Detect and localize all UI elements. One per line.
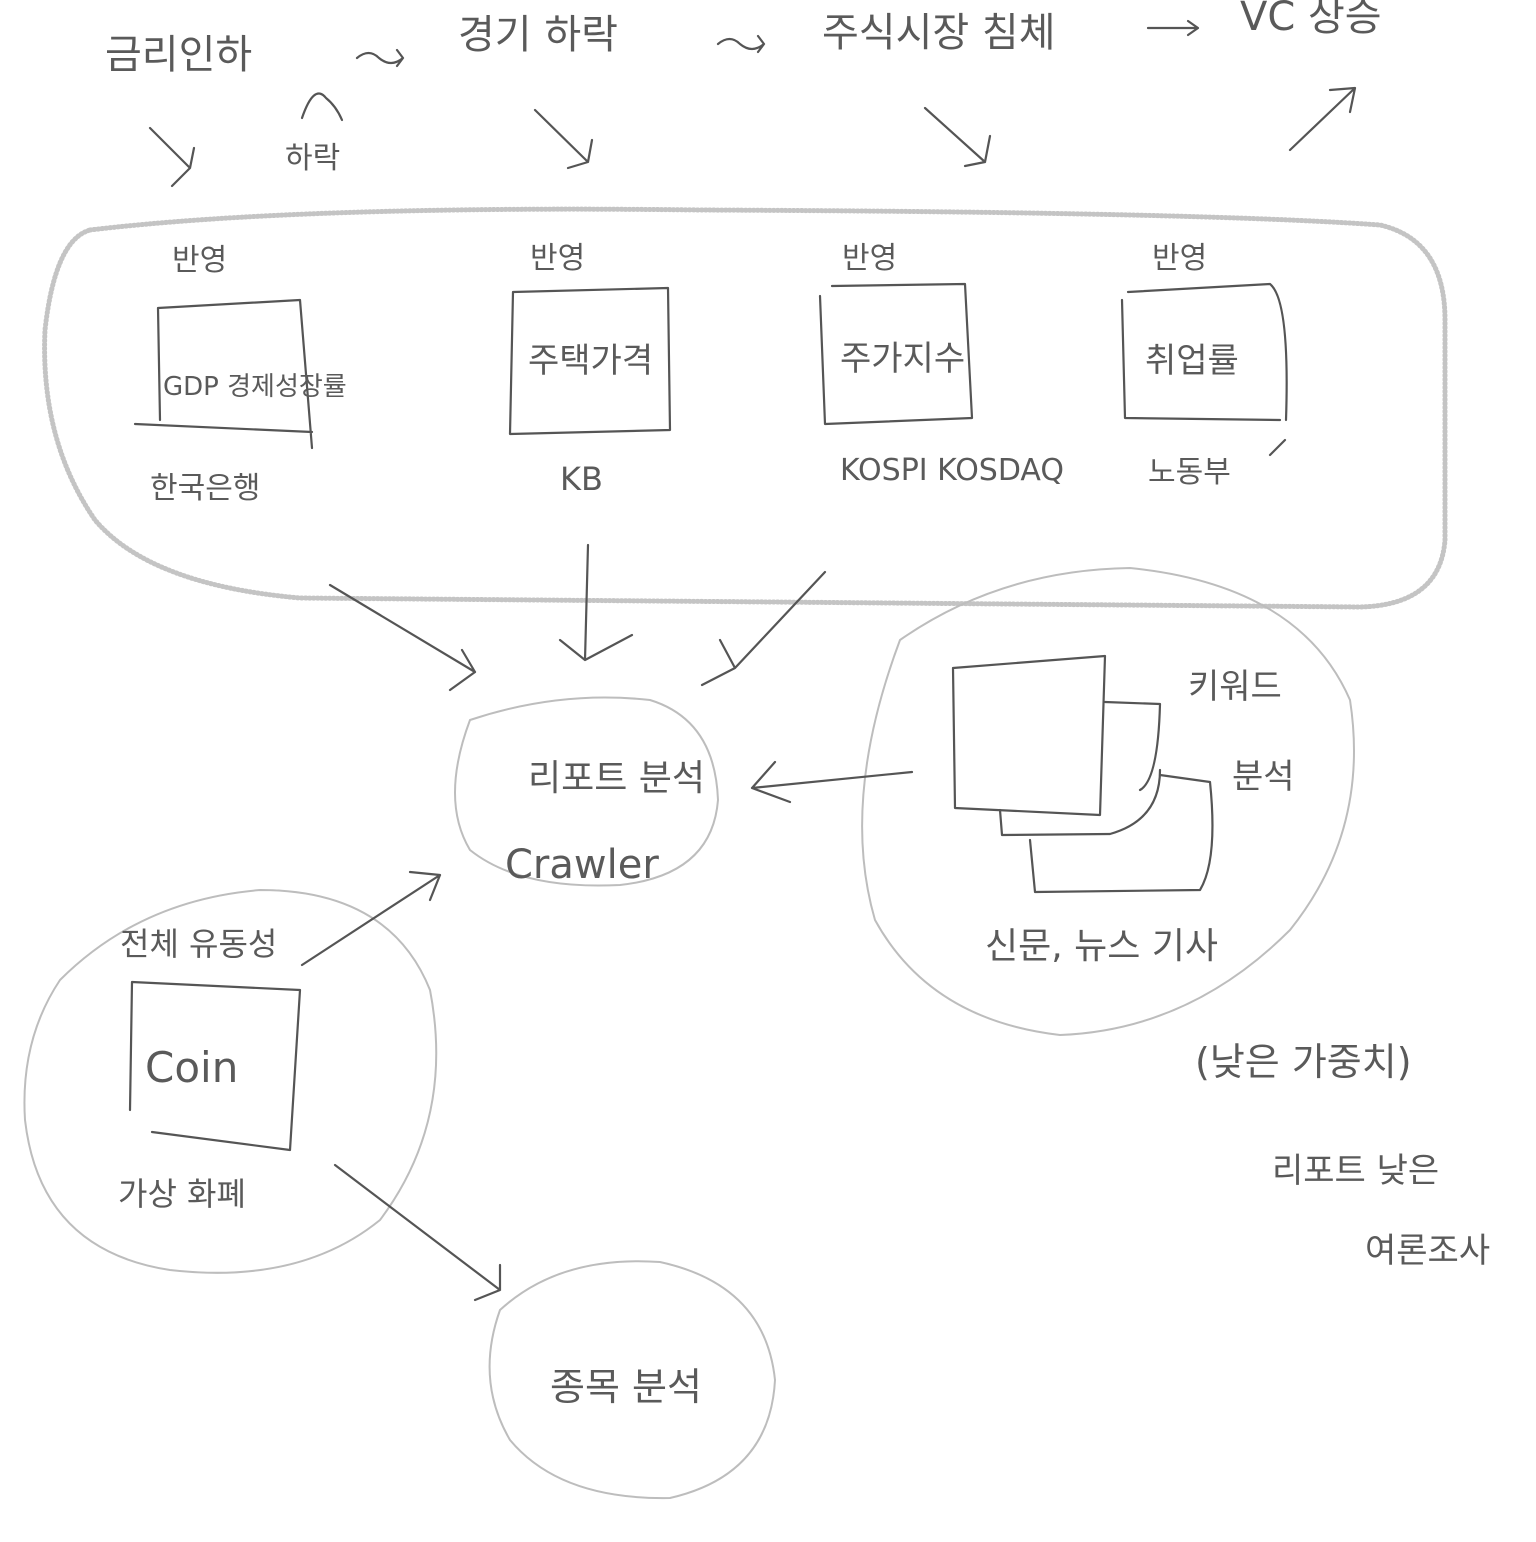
flow-stage-economy-down: 경기 하락 [458, 12, 618, 58]
coin-node-box [128, 980, 302, 1152]
crawler-node-subtitle: Crawler [505, 842, 659, 888]
flow-sub-note: 하락 [285, 141, 340, 176]
arrow-gdp-to-crawler [328, 583, 477, 692]
coin-node-outline [23, 888, 438, 1274]
coin-node-header: 전체 유동성 [120, 925, 277, 963]
document-stack-3 [1028, 773, 1214, 894]
up-arrow-4 [1288, 86, 1357, 152]
indicator-gdp-header: 반영 [172, 243, 227, 278]
flow-stage-vc-rise: VC 상승 [1240, 0, 1382, 40]
down-arrow-3 [923, 106, 992, 168]
indicator-stock-index: 반영 주가지수 KOSPI KOSDAQ [818, 241, 1064, 488]
indicator-stock-box [818, 282, 974, 426]
arrow-coin-to-crawler [300, 870, 442, 967]
crawler-node: 리포트 분석 Crawler [454, 696, 720, 888]
keyword-node: 키워드 분석 신문, 뉴스 기사 [861, 566, 1355, 1037]
document-stack-2 [998, 700, 1162, 837]
side-note-line-2: 여론조사 [1365, 1231, 1490, 1271]
arrow-stock-to-crawler [700, 570, 827, 687]
indicator-housing: 반영 주택가격 KB [508, 241, 672, 498]
indicator-stock-header: 반영 [842, 241, 897, 276]
weight-note: (낮은 가중치) [1195, 1040, 1412, 1084]
keyword-label-1: 키워드 [1188, 667, 1282, 707]
coin-node: 전체 유동성 Coin 가상 화폐 [23, 888, 438, 1274]
flow-stage-stock-slump: 주식시장 침체 [822, 10, 1056, 56]
final-node-label: 종목 분석 [550, 1365, 702, 1409]
indicator-employment-source: 노동부 [1148, 455, 1231, 490]
down-arrow-1 [148, 126, 196, 188]
final-node: 종목 분석 [488, 1260, 777, 1500]
keyword-label-2: 분석 [1232, 757, 1295, 797]
indicator-housing-box [508, 286, 672, 436]
indicator-stock-source: KOSPI KOSDAQ [840, 453, 1064, 488]
arrow-keyword-to-crawler [750, 760, 914, 804]
indicator-gdp-source: 한국은행 [150, 471, 260, 506]
indicator-housing-label: 주택가격 [528, 341, 653, 381]
flow-stage-rate-cut: 금리인하 [105, 32, 252, 78]
indicator-gdp-label: GDP 경제성장률 [163, 372, 347, 402]
flow-arrow-2 [716, 34, 766, 54]
indicator-group-outline [42, 206, 1448, 610]
final-node-outline [488, 1260, 777, 1500]
indicator-housing-header: 반영 [530, 241, 585, 276]
keyword-node-caption: 신문, 뉴스 기사 [985, 926, 1218, 967]
crawler-node-title: 리포트 분석 [528, 758, 705, 799]
indicator-employment-header: 반영 [1152, 241, 1207, 276]
indicator-gdp: 반영 GDP 경제성장률 한국은행 [133, 243, 347, 506]
indicator-employment-label: 취업률 [1145, 341, 1239, 381]
indicator-employment-box [1120, 282, 1288, 457]
top-flow: 금리인하 경기 하락 주식시장 침체 VC 상승 하락 [105, 0, 1382, 188]
flow-arrow-3 [1146, 19, 1200, 37]
crawler-node-outline [454, 696, 720, 887]
flow-arrow-1 [355, 48, 405, 68]
indicator-employment: 반영 취업률 노동부 [1120, 241, 1288, 490]
keyword-node-outline [861, 566, 1355, 1037]
coin-node-label: Coin [145, 1043, 238, 1092]
caret-mark [300, 92, 344, 122]
arrow-coin-to-final [333, 1163, 502, 1302]
side-note-line-1: 리포트 낮은 [1272, 1151, 1439, 1191]
indicator-gdp-box [133, 298, 314, 450]
indicator-stock-label: 주가지수 [840, 339, 965, 379]
down-arrow-2 [533, 108, 594, 170]
coin-node-caption: 가상 화폐 [118, 1175, 246, 1213]
indicator-housing-source: KB [560, 460, 603, 498]
arrow-housing-to-crawler [558, 543, 634, 662]
document-stack-1 [951, 654, 1107, 817]
